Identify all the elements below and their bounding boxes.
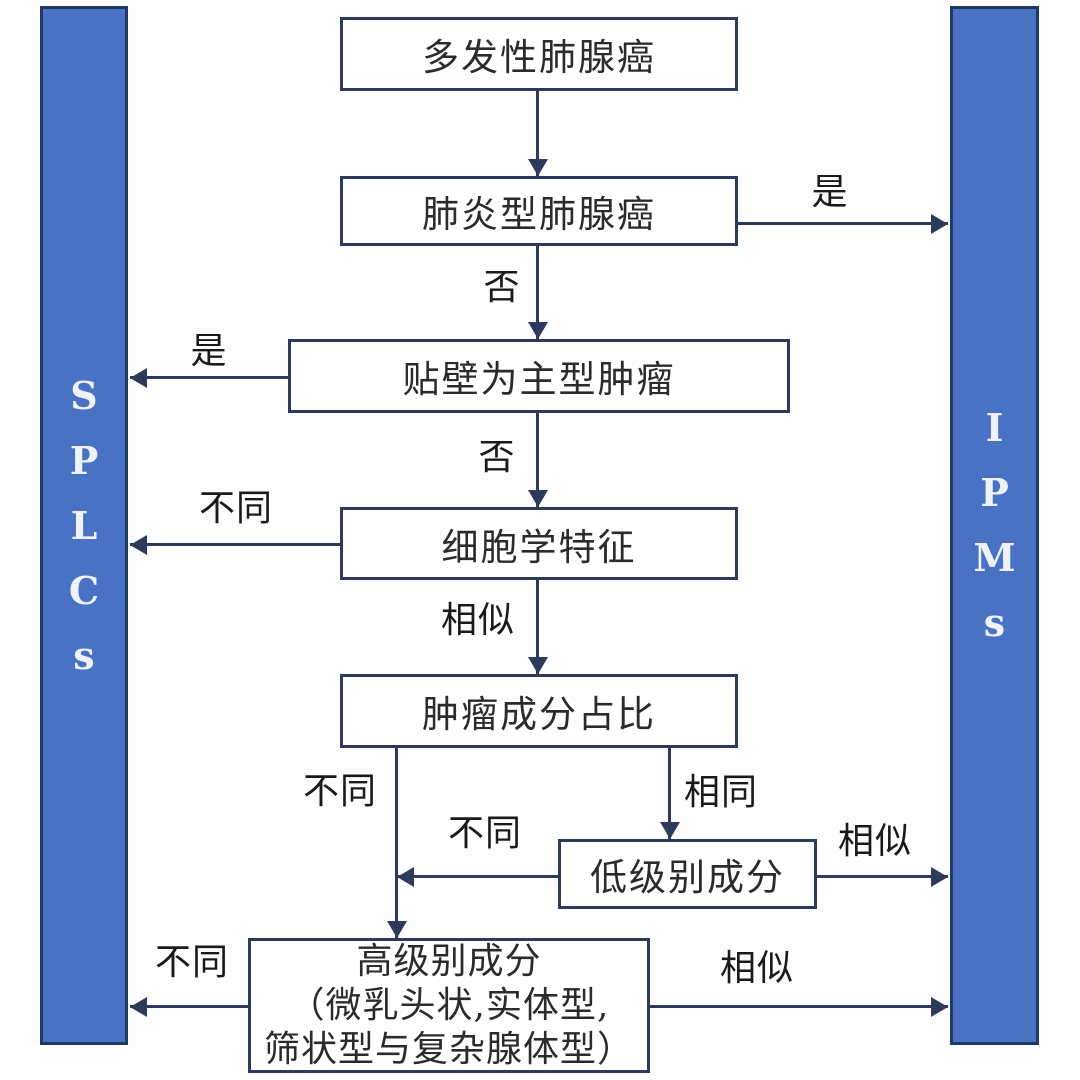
- edge-label-different: 不同: [302, 771, 377, 812]
- edge-label-different: 不同: [198, 488, 273, 529]
- connector-proportion-to-low-grade: [668, 748, 671, 839]
- node-label: 肺炎型肺腺癌: [422, 193, 656, 236]
- connector-cytology-to-splcs: [130, 543, 340, 546]
- arrowhead-down-icon: [528, 159, 548, 176]
- edge-label-yes: 是: [811, 172, 849, 213]
- arrowhead-left-icon: [130, 368, 147, 388]
- connector-pneumonic-to-ipms: [738, 222, 948, 225]
- arrowhead-down-icon: [528, 657, 548, 674]
- node-pneumonic-adenocarcinoma: 肺炎型肺腺癌: [340, 176, 738, 246]
- arrowhead-left-icon: [130, 535, 147, 555]
- node-label: 肿瘤成分占比: [422, 693, 656, 736]
- connector-low-grade-to-high-grade: [397, 875, 558, 878]
- ipms-letter: I: [985, 405, 1004, 450]
- arrowhead-right-icon: [931, 997, 948, 1017]
- splcs-label: S P L C s: [68, 372, 100, 678]
- edge-label-same: 相同: [683, 772, 758, 813]
- node-label: 多发性肺腺癌: [422, 36, 656, 79]
- connector-multifocal-to-pneumonic: [536, 90, 539, 176]
- edge-label-similar: 相似: [837, 821, 912, 862]
- edge-label-yes: 是: [190, 331, 228, 372]
- ipms-bar: I P M s: [950, 6, 1039, 1045]
- connector-lepidic-to-splcs: [130, 376, 288, 379]
- edge-label-different: 不同: [154, 942, 229, 983]
- node-label-line: 高级别成分: [356, 940, 542, 982]
- node-label-line: 筛状型与复杂腺体型）: [263, 1028, 634, 1070]
- edge-label-no: 否: [483, 267, 521, 308]
- connector-pneumonic-to-lepidic: [536, 246, 539, 339]
- node-high-grade-component: 高级别成分 （微乳头状,实体型, 筛状型与复杂腺体型）: [248, 938, 650, 1073]
- connector-low-grade-to-ipms: [817, 875, 948, 878]
- edge-label-similar: 相似: [719, 948, 794, 989]
- connector-high-grade-to-splcs: [130, 1005, 248, 1008]
- edge-label-no: 否: [478, 437, 516, 478]
- node-tumor-component-proportion: 肿瘤成分占比: [340, 674, 738, 748]
- ipms-letter: M: [973, 535, 1016, 580]
- edge-label-similar: 相似: [440, 600, 515, 641]
- arrowhead-left-icon: [397, 867, 414, 887]
- arrowhead-down-icon: [528, 490, 548, 507]
- splcs-letter: S: [70, 372, 98, 418]
- splcs-letter: L: [70, 502, 98, 548]
- node-label: 低级别成分: [590, 856, 785, 899]
- ipms-label: I P M s: [973, 409, 1015, 642]
- node-label-line: （微乳头状,实体型,: [288, 984, 610, 1026]
- arrowhead-down-icon: [528, 322, 548, 339]
- node-lepidic-predominant-tumor: 贴壁为主型肿瘤: [288, 339, 790, 413]
- node-multifocal-adenocarcinoma: 多发性肺腺癌: [340, 17, 738, 91]
- node-low-grade-component: 低级别成分: [558, 839, 817, 909]
- splcs-letter: s: [73, 632, 95, 678]
- splcs-bar: S P L C s: [40, 6, 128, 1045]
- connector-proportion-to-high-grade: [395, 748, 398, 938]
- node-label: 贴壁为主型肿瘤: [402, 358, 676, 401]
- connector-cytology-to-proportion: [536, 580, 539, 674]
- arrowhead-right-icon: [931, 214, 948, 234]
- connector-lepidic-to-cytology: [536, 413, 539, 507]
- splcs-letter: P: [69, 437, 99, 483]
- arrowhead-left-icon: [130, 997, 147, 1017]
- node-cytologic-features: 细胞学特征: [340, 507, 738, 580]
- ipms-letter: s: [983, 600, 1006, 645]
- connector-high-grade-to-ipms: [650, 1005, 948, 1008]
- splcs-letter: C: [68, 567, 100, 613]
- arrowhead-down-icon: [660, 822, 680, 839]
- ipms-letter: P: [980, 470, 1009, 515]
- node-label: 细胞学特征: [441, 525, 637, 569]
- arrowhead-down-icon: [387, 921, 407, 938]
- arrowhead-right-icon: [931, 867, 948, 887]
- edge-label-different: 不同: [447, 813, 522, 854]
